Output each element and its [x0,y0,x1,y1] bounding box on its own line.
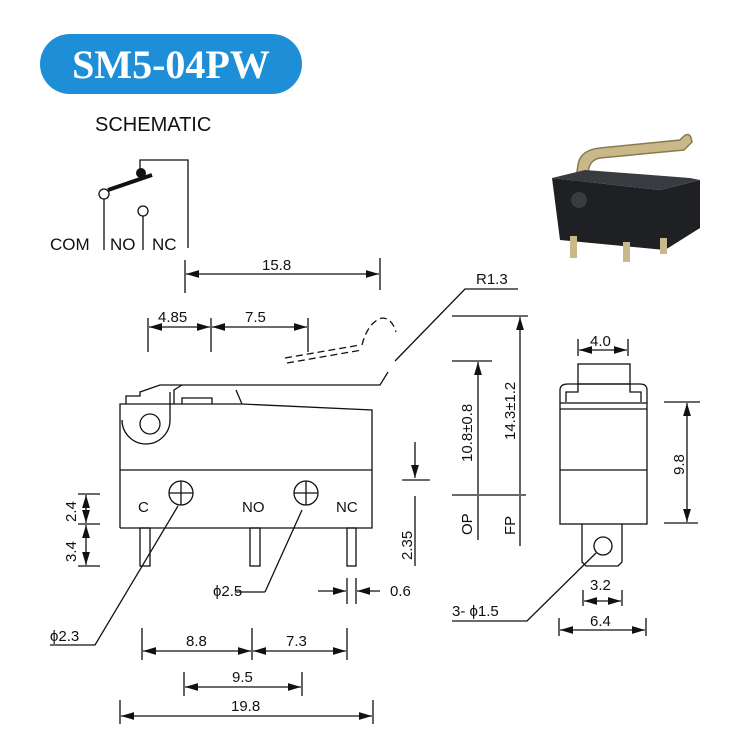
dim-r1-3: R1.3 [476,271,508,288]
dim-3-4: 3.4 [63,541,80,562]
title-badge: SM5-04PW [40,34,302,94]
dim-4-0: 4.0 [590,333,611,350]
dim-0-6: 0.6 [390,583,411,600]
dim-9-8: 9.8 [671,454,688,475]
model-title: SM5-04PW [72,42,270,87]
dim-15-8: 15.8 [262,257,291,274]
fp-value: 14.3±1.2 [502,382,519,440]
dim-7-3: 7.3 [286,633,307,650]
end-view [452,339,700,636]
pin-label-no: NO [242,499,265,516]
pin-label-c: C [138,499,149,516]
label-no: NO [110,235,136,254]
dim-hole-2-3: ϕ2.3 [50,628,79,645]
dim-2-35: 2.35 [399,531,416,560]
fp-label: FP [502,516,519,535]
op-value: 10.8±0.8 [459,404,476,462]
terminal-hole-c [168,480,194,506]
dim-holes-1-5: 3- ϕ1.5 [452,603,499,620]
label-nc: NC [152,235,177,254]
dim-7-5: 7.5 [245,309,266,326]
dim-4-85: 4.85 [158,309,187,326]
op-label: OP [459,513,476,535]
product-photo [552,133,700,262]
schematic-heading: SCHEMATIC [95,114,211,136]
terminal-hole-nc [293,480,319,506]
dim-2-4: 2.4 [63,501,80,522]
side-view [119,317,397,567]
pin-label-nc: NC [336,499,358,516]
dim-19-8: 19.8 [231,698,260,715]
position-dimensions [452,315,528,546]
dim-6-4: 6.4 [590,613,611,630]
dimension-lines [50,258,518,724]
dim-8-8: 8.8 [186,633,207,650]
dim-3-2: 3.2 [590,577,611,594]
schematic-symbol [98,159,189,250]
label-com: COM [50,235,90,254]
dim-9-5: 9.5 [232,669,253,686]
dim-hole-2-5: ϕ2.5 [213,583,242,600]
